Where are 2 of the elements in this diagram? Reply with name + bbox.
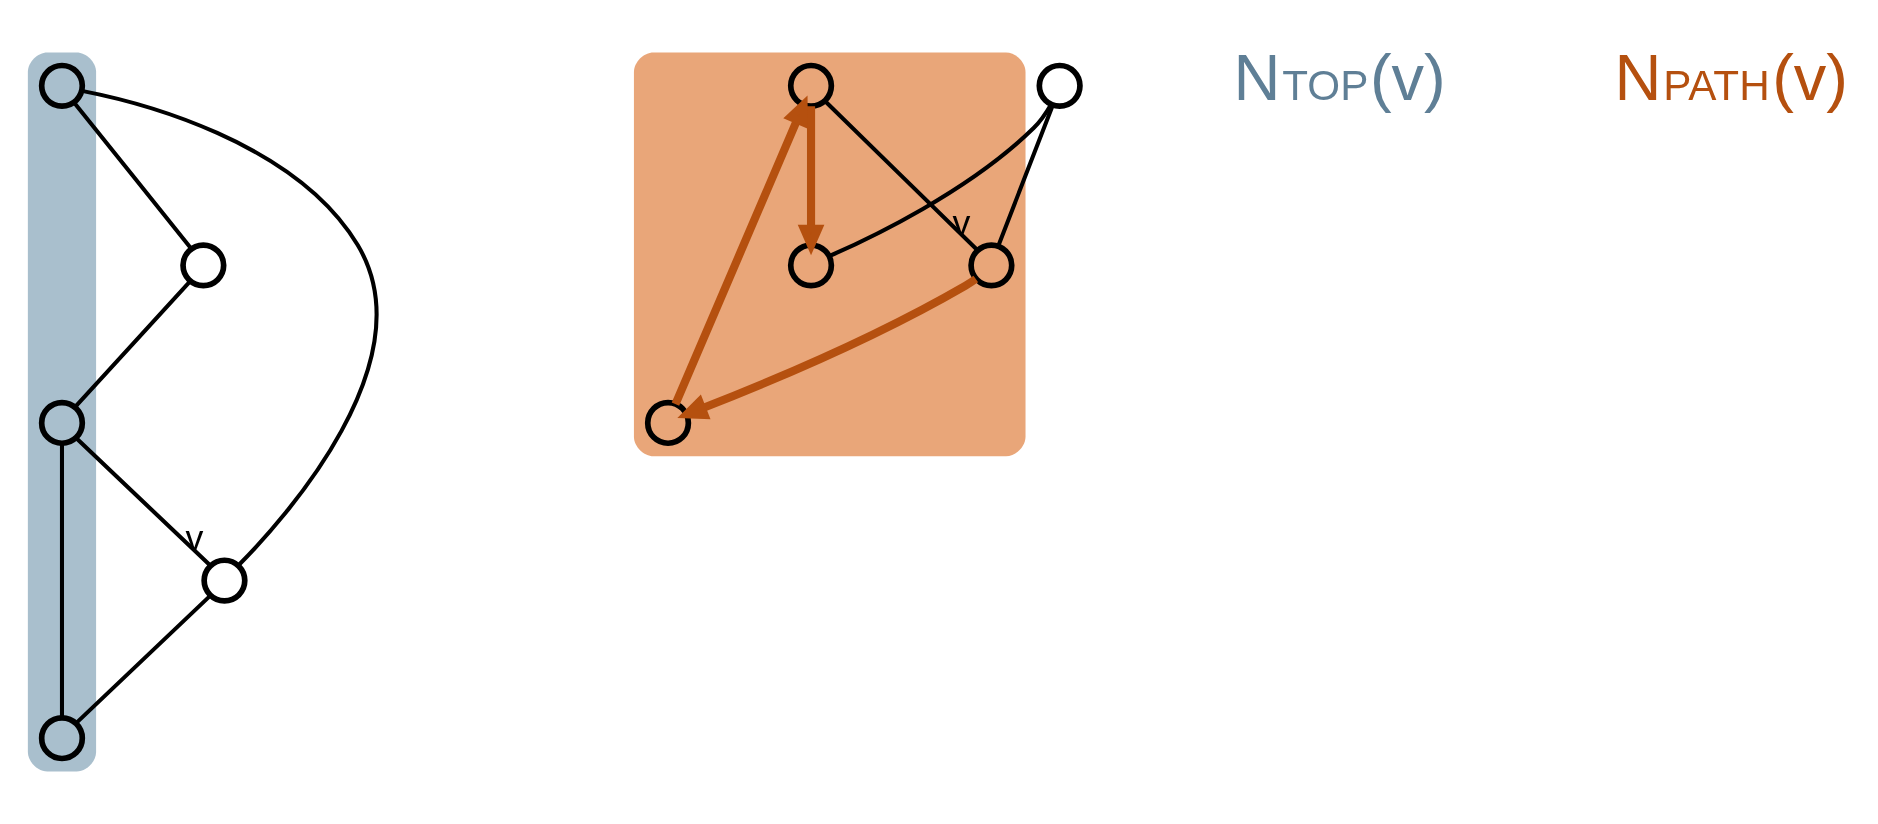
label: NPATH(v)	[1614, 41, 1848, 115]
label: NTOP(v)	[1233, 41, 1446, 115]
